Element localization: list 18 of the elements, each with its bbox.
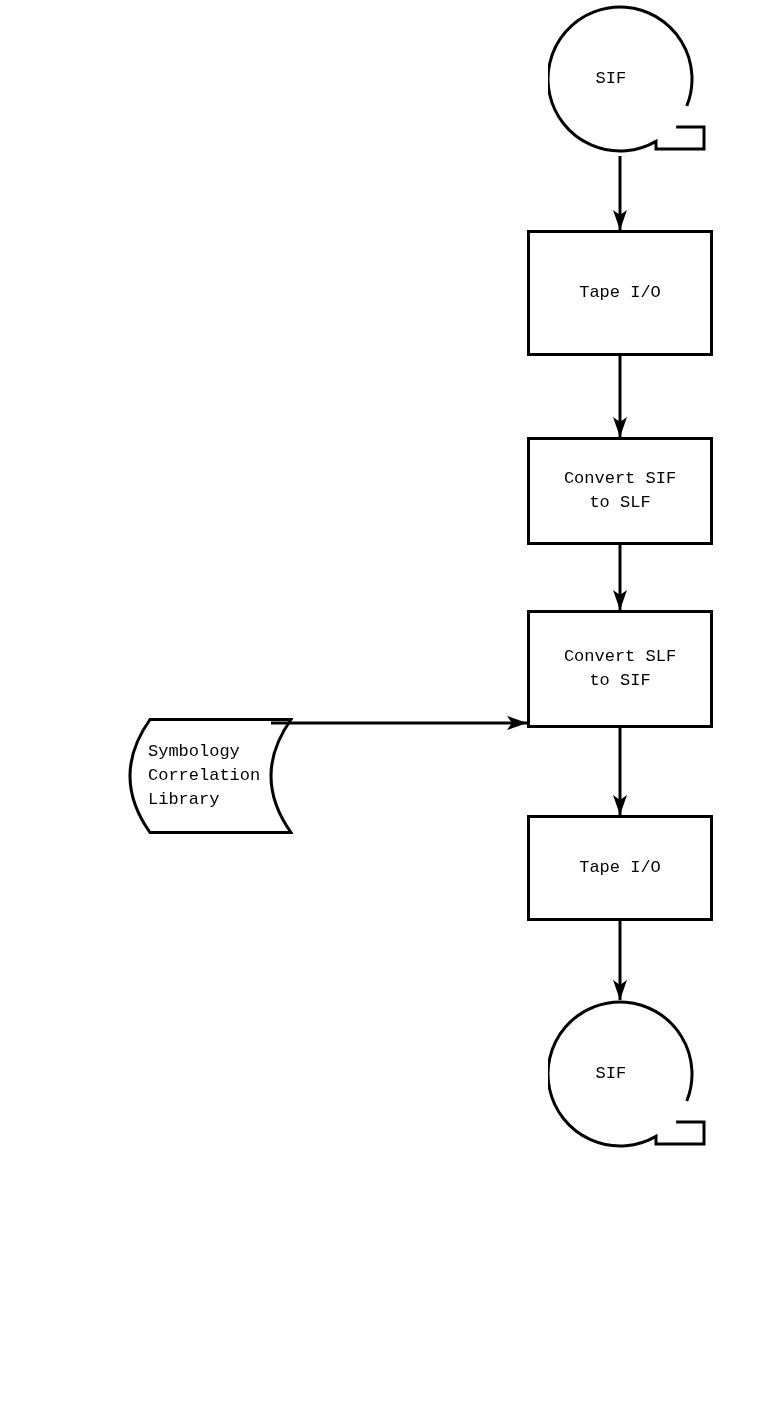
node-label: SIF	[595, 1063, 628, 1085]
process-box	[527, 815, 713, 921]
node-label: Convert SLF to SIF	[562, 646, 678, 692]
process-box	[527, 437, 713, 545]
node-label: Convert SIF to SLF	[562, 468, 678, 514]
arrow	[613, 356, 627, 437]
process-box	[527, 610, 713, 728]
arrow	[613, 728, 627, 815]
arrow	[271, 716, 527, 730]
node-label: Symbology Correlation Library	[148, 741, 258, 811]
node-label: SIF	[595, 68, 628, 90]
arrow	[613, 545, 627, 610]
stored-data-shape	[128, 718, 293, 834]
arrow	[613, 921, 627, 1000]
node-label: Tape I/O	[578, 857, 662, 879]
process-box	[527, 230, 713, 356]
node-label: Tape I/O	[578, 282, 662, 304]
arrow	[613, 156, 627, 230]
